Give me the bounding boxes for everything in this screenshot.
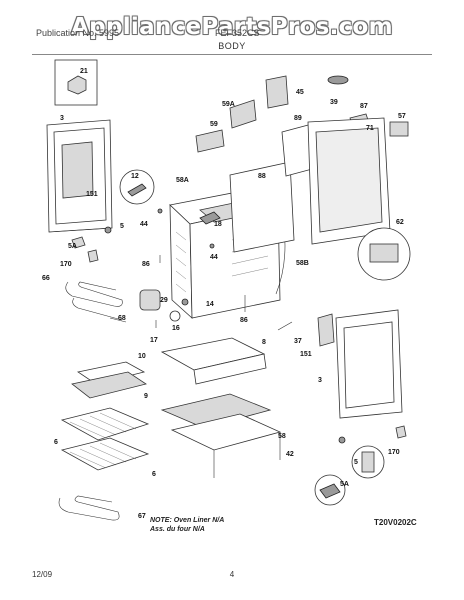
part-170-bracket-right xyxy=(395,425,407,439)
part-44-screw xyxy=(157,208,163,214)
callout-67: 67 xyxy=(138,513,146,520)
part-151-hinge-right xyxy=(317,313,335,347)
callout-71: 71 xyxy=(366,125,374,132)
callout-45: 45 xyxy=(296,89,304,96)
callout-151-left: 151 xyxy=(86,191,98,198)
callout-9: 9 xyxy=(144,393,148,400)
callout-57: 57 xyxy=(398,113,406,120)
note-line-1: NOTE: Oven Liner N/A xyxy=(150,517,225,524)
callout-labels: 21 3 151 5 5A 170 66 68 12 44 58A 18 44 … xyxy=(42,68,406,520)
callout-21: 21 xyxy=(80,68,88,75)
callout-14: 14 xyxy=(206,301,214,308)
callout-89: 89 xyxy=(294,115,302,122)
part-170-bracket xyxy=(87,249,99,263)
callout-44-left: 44 xyxy=(140,221,148,228)
callout-3-left: 3 xyxy=(60,115,64,122)
part-45-bracket xyxy=(265,75,289,109)
part-3-door-left xyxy=(46,119,113,233)
part-58-drawer-liner xyxy=(160,393,272,429)
footer-page-number: 4 xyxy=(229,570,235,579)
callout-18: 18 xyxy=(214,221,222,228)
part-39-grommet xyxy=(327,75,349,85)
callout-5A-right: 5A xyxy=(340,481,349,488)
callout-170-right: 170 xyxy=(388,449,400,456)
section-title: BODY xyxy=(218,41,246,51)
callout-5-right: 5 xyxy=(354,459,358,466)
part-9-broiler-pan xyxy=(71,371,147,399)
callout-17: 17 xyxy=(150,337,158,344)
publication-number: Publication No. 5995 xyxy=(36,28,120,38)
part-6-oven-rack-b xyxy=(60,437,150,471)
callout-29: 29 xyxy=(160,297,168,304)
part-12-sensor xyxy=(127,183,147,197)
part-5A-hinge-receptacle xyxy=(71,236,86,249)
title-rule xyxy=(32,54,432,55)
part-68-leader xyxy=(109,317,127,323)
callout-59A: 59A xyxy=(222,101,235,108)
part-57-cover xyxy=(389,121,409,137)
callout-58B: 58B xyxy=(296,260,309,267)
oven-liner-note: NOTE: Oven Liner N/A Ass. du four N/A xyxy=(150,516,224,534)
part-5-screw-right xyxy=(338,436,346,444)
part-71-rear-panel xyxy=(307,117,391,245)
callout-5A-left: 5A xyxy=(68,243,77,250)
part-67-broil-element xyxy=(58,495,120,521)
model-number: FEF352CS xyxy=(215,28,260,38)
part-66-bake-element xyxy=(65,281,123,307)
callout-8: 8 xyxy=(262,339,266,346)
part-37-screw xyxy=(277,321,293,331)
callout-37: 37 xyxy=(294,338,302,345)
callout-42: 42 xyxy=(286,451,294,458)
callout-86-right: 86 xyxy=(240,317,248,324)
note-line-2: Ass. du four N/A xyxy=(150,526,205,533)
callout-87: 87 xyxy=(360,103,368,110)
callout-58: 58 xyxy=(278,433,286,440)
part-18-latch xyxy=(199,211,221,225)
part-5A-receptacle-right xyxy=(319,483,341,499)
callout-62: 62 xyxy=(396,219,404,226)
part-88-side-panel xyxy=(229,161,295,253)
footer-date: 12/09 xyxy=(32,570,53,579)
callout-39: 39 xyxy=(330,99,338,106)
callout-10: 10 xyxy=(138,353,146,360)
part-6-oven-rack xyxy=(60,407,150,441)
part-14-bulb xyxy=(181,298,189,306)
callout-5-left: 5 xyxy=(120,223,124,230)
callout-6-top: 6 xyxy=(54,439,58,446)
part-44-screw-b xyxy=(209,243,215,249)
callout-59: 59 xyxy=(210,121,218,128)
callout-44-center: 44 xyxy=(210,254,218,261)
callout-151-right: 151 xyxy=(300,351,312,358)
watermark: AppliancePartsPros.com xyxy=(71,14,393,40)
callout-68: 68 xyxy=(118,315,126,322)
part-21-bracket xyxy=(67,75,87,95)
callout-3-right: 3 xyxy=(318,377,322,384)
part-62-terminal-block xyxy=(369,243,399,263)
callout-12: 12 xyxy=(131,173,139,180)
part-3-door-right xyxy=(335,309,403,419)
diagram-code: T20V0202C xyxy=(374,518,417,527)
callout-58A: 58A xyxy=(176,177,189,184)
callout-170-left: 170 xyxy=(60,261,72,268)
part-59A-bracket xyxy=(229,99,257,129)
callout-6-bottom: 6 xyxy=(152,471,156,478)
part-16-lens xyxy=(169,310,181,322)
callout-86-left: 86 xyxy=(142,261,150,268)
part-59-bracket xyxy=(195,129,225,153)
callout-16: 16 xyxy=(172,325,180,332)
callout-88: 88 xyxy=(258,173,266,180)
part-5-hinge-right xyxy=(361,451,375,473)
part-29-light-housing xyxy=(139,289,161,311)
part-5-hinge xyxy=(104,226,112,234)
callout-66: 66 xyxy=(42,275,50,282)
